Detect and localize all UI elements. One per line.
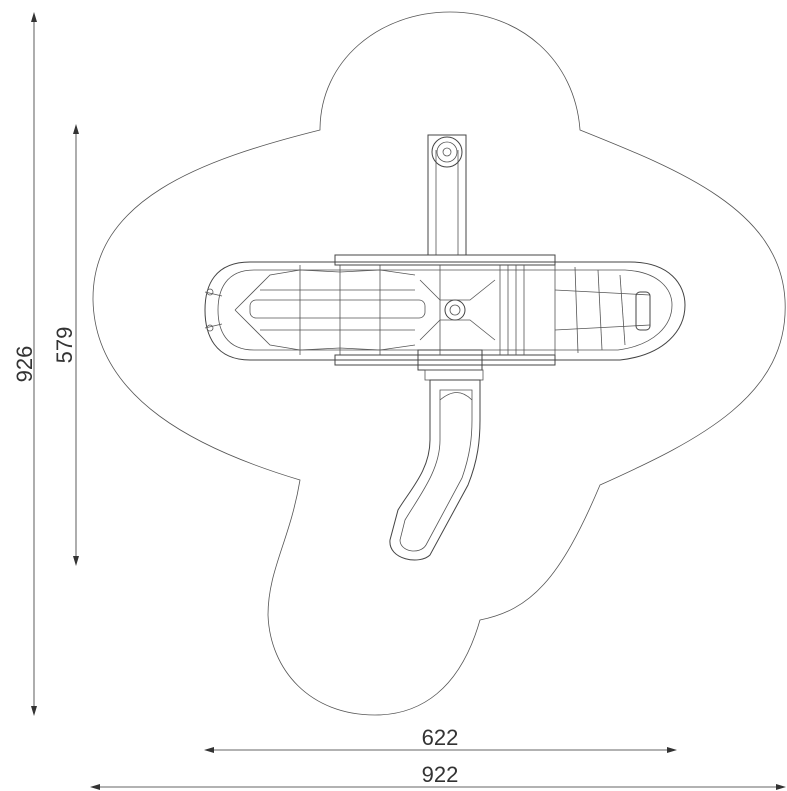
- safety-zone-outline: [92, 11, 786, 716]
- inner-width-label: 622: [422, 725, 459, 750]
- dimension-outer-width: 922: [90, 762, 786, 790]
- outer-height-label: 926: [12, 346, 37, 383]
- mast: [427, 134, 467, 256]
- outer-width-label: 922: [422, 762, 459, 787]
- slide: [389, 379, 481, 561]
- dimension-inner-height: 579: [52, 124, 79, 566]
- dimension-inner-width: 622: [204, 725, 677, 753]
- dimension-outer-height: 926: [12, 12, 37, 716]
- ship-hull: [204, 254, 686, 366]
- inner-height-label: 579: [52, 327, 77, 364]
